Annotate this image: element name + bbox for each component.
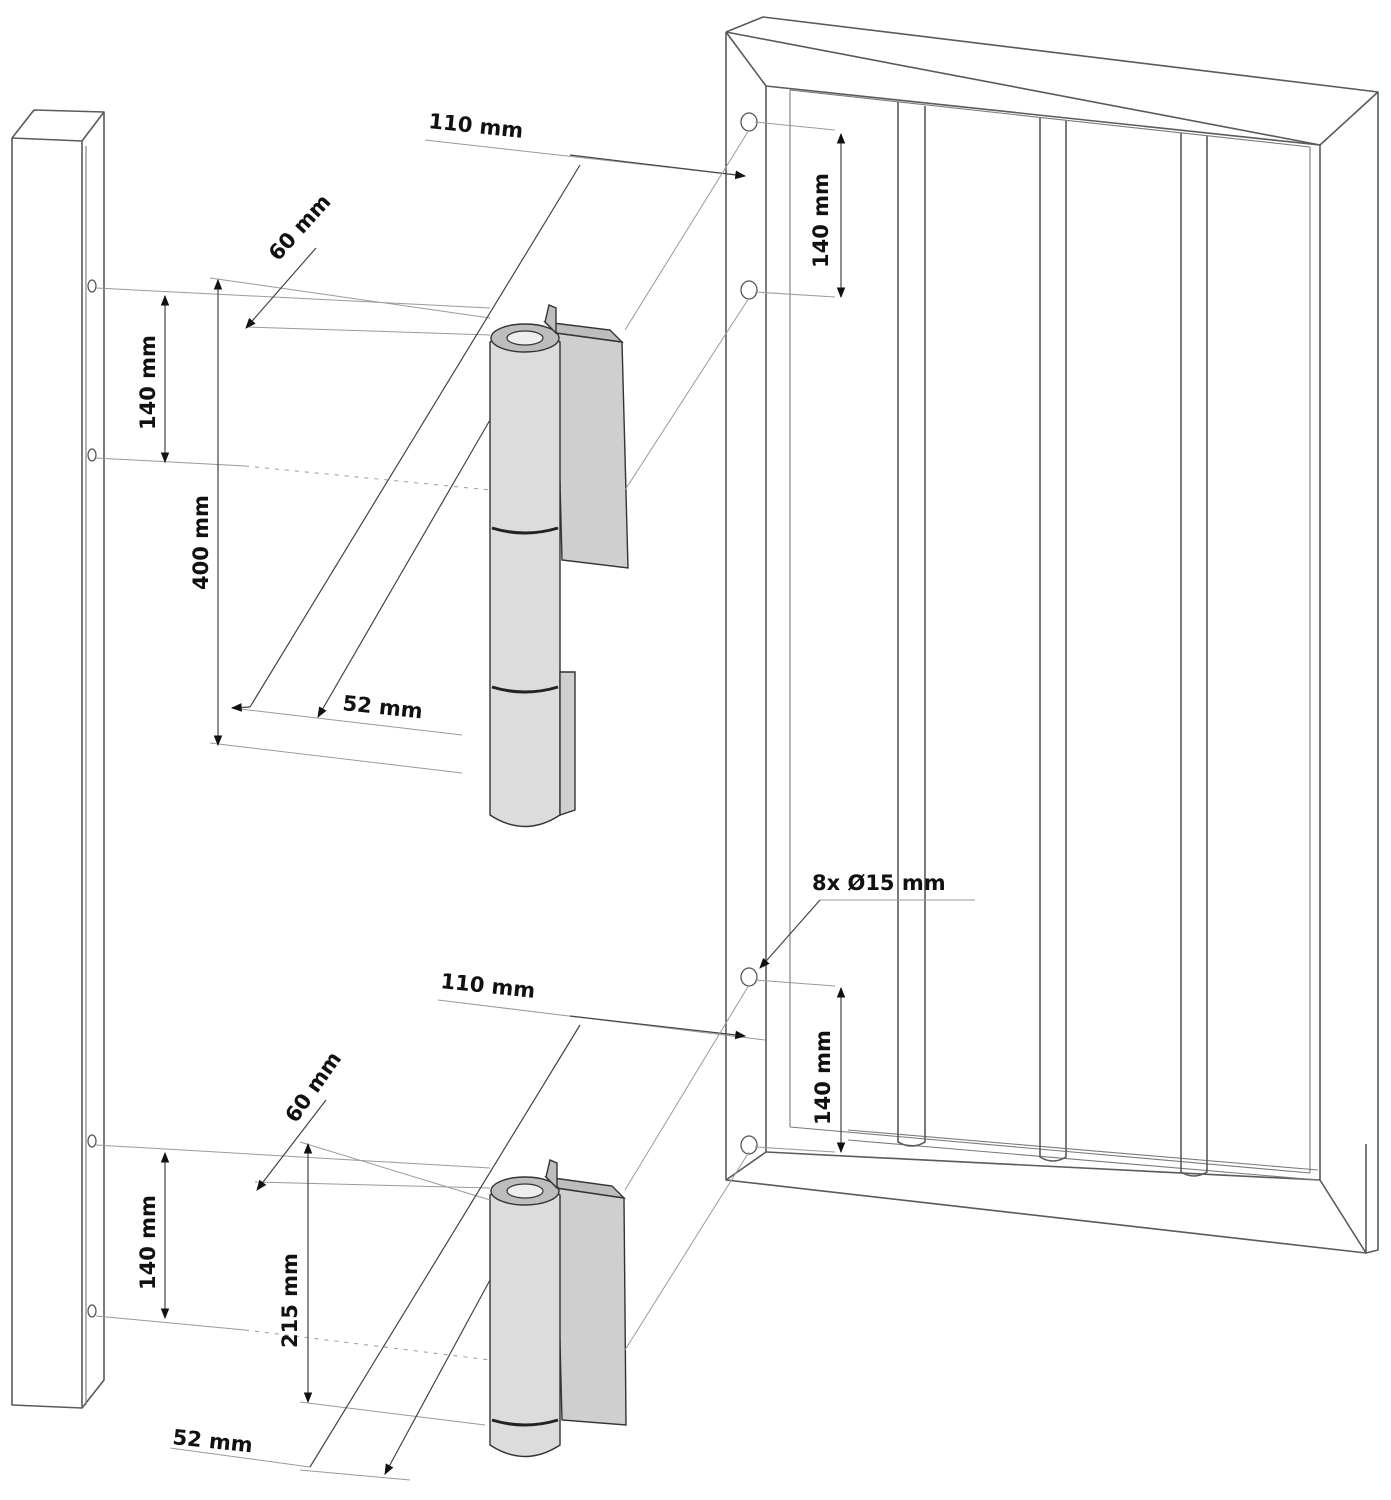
label-top-post-140mm: 140 mm [136, 335, 160, 430]
label-top-gate-140mm: 140 mm [809, 173, 833, 268]
label-hole-spec: 8x Ø15 mm [812, 871, 946, 895]
label-bottom-52mm: 52 mm [171, 1425, 253, 1457]
label-bottom-post-140mm: 140 mm [136, 1195, 160, 1290]
bottom-dimension-lines [95, 899, 975, 1481]
label-bottom-60mm: 60 mm [280, 1047, 346, 1127]
post-holes [87, 279, 97, 1318]
label-bottom-gate-140mm: 140 mm [811, 1030, 835, 1125]
top-hinge [489, 304, 629, 828]
gate-pickets [897, 102, 1208, 1177]
label-top-400mm: 400 mm [189, 495, 213, 590]
label-top-52mm: 52 mm [341, 691, 423, 723]
label-top-60mm: 60 mm [264, 190, 336, 266]
label-top-110mm: 110 mm [427, 109, 524, 143]
label-bottom-110mm: 110 mm [439, 969, 536, 1003]
gate-holes [740, 112, 758, 1155]
fence-post [11, 109, 105, 1409]
bottom-hinge [489, 1159, 627, 1458]
top-dimension-lines [95, 121, 846, 774]
gate-frame [725, 16, 1379, 1254]
label-bottom-215mm: 215 mm [278, 1253, 302, 1348]
